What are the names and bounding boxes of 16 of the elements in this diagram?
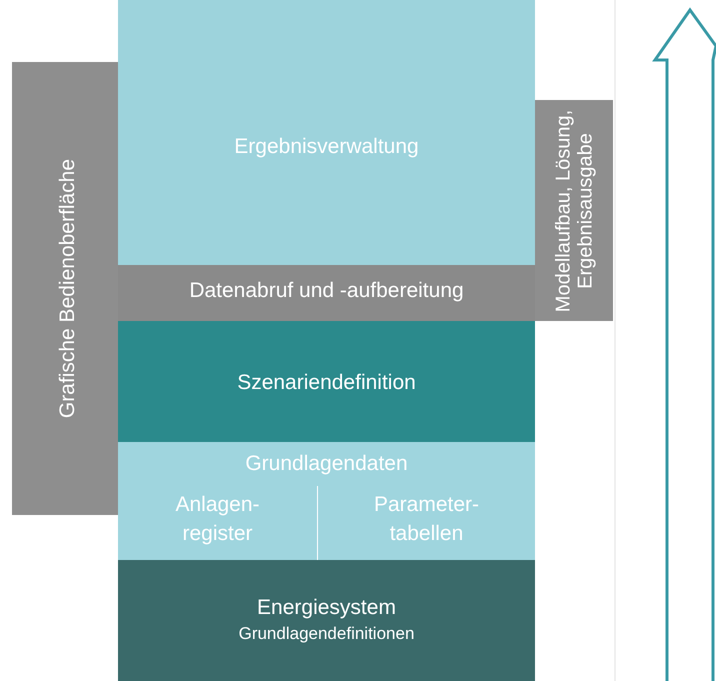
layer-panel [535, 100, 613, 321]
layer-title: Parameter-tabellen [372, 492, 480, 548]
layer-panel [118, 560, 535, 681]
layer-title: Datenabruf und -aufbereitung [188, 279, 465, 303]
layer-title: Anlagen-register [174, 492, 261, 548]
layer-panel [118, 442, 535, 560]
layer-subtitle: Grundlagendefinitionen [238, 624, 416, 644]
layer-title: Ergebnisverwaltung [233, 135, 420, 159]
layer-panel [118, 265, 535, 321]
layer-panel [118, 321, 535, 442]
layer-title: Grundlagendaten [244, 452, 409, 476]
layer-title: Szenariendefinition [236, 371, 417, 395]
layer-title: Modellaufbau, Lösung, Ergebnisausgabe [552, 108, 596, 314]
layer-title: Grafische Bedienoberfläche [55, 158, 79, 420]
layer-panel [118, 0, 535, 265]
layer-title: Energiesystem [256, 596, 397, 620]
